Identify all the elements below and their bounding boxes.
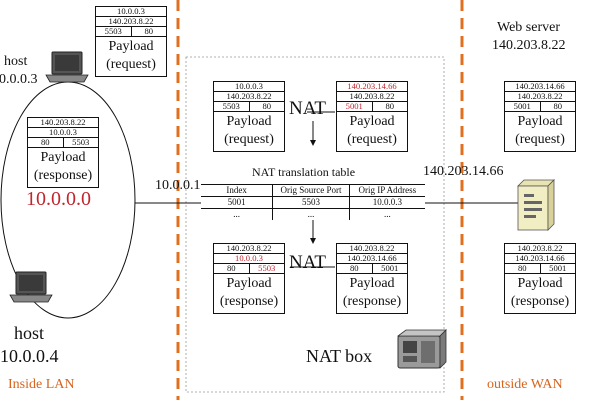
payload-label: Payload xyxy=(517,114,563,129)
host-top-ip: 10.0.0.3 xyxy=(0,72,38,87)
dst-port: 5503 xyxy=(72,137,90,147)
web-server-icon xyxy=(517,179,555,231)
lan-network-ip: 10.0.0.0 xyxy=(26,188,91,210)
payload-label: Payload xyxy=(40,150,86,165)
top-request-packet: 10.0.0.3 140.203.8.22 5503 80 Payload (req… xyxy=(95,6,167,77)
table-header-row: Index Orig Source Port Orig IP Address xyxy=(201,184,425,197)
nat-response-out-packet: 140.203.8.22 10.0.0.3 80 5503 Payload (res… xyxy=(213,243,285,314)
translation-table-title: NAT translation table xyxy=(252,165,356,179)
src-port: 5503 xyxy=(214,102,250,111)
src-ip: 10.0.0.3 xyxy=(117,6,145,16)
table-row: 5001 5503 10.0.0.3 xyxy=(201,197,425,209)
src-ip: 140.203.8.22 xyxy=(226,243,272,253)
dst-port: 5503 xyxy=(258,263,276,273)
nat-response-in-packet: 140.203.8.22 140.203.14.66 80 5001 Payloa… xyxy=(336,243,408,314)
payload-label: Payload xyxy=(108,39,154,54)
col-index: Index xyxy=(226,185,247,195)
nat-inside-ip: 10.0.0.1 xyxy=(155,178,201,193)
dst-ip: 140.203.8.22 xyxy=(517,91,563,101)
dst-port: 5001 xyxy=(549,263,567,273)
dst-port: 80 xyxy=(553,101,563,111)
dst-port: 80 xyxy=(144,26,154,36)
dst-port: 80 xyxy=(262,101,272,111)
src-ip: 140.203.8.22 xyxy=(517,243,563,253)
src-port: 5001 xyxy=(337,102,373,111)
cell-port: 5503 xyxy=(272,197,348,208)
src-port: 80 xyxy=(337,264,373,273)
payload-type: (request) xyxy=(106,57,156,72)
payload-type: (request) xyxy=(515,132,565,147)
payload-type: (request) xyxy=(224,132,274,147)
cell-ip: ... xyxy=(348,209,425,220)
host-bottom-label: host xyxy=(14,323,45,343)
host-bottom-ip: 10.0.0.4 xyxy=(0,346,59,366)
nat-label-top: NAT xyxy=(289,98,326,119)
inside-lan-label: Inside LAN xyxy=(8,377,75,392)
payload-type: (response) xyxy=(33,168,93,183)
payload-label: Payload xyxy=(226,276,272,291)
cell-ip: 10.0.0.3 xyxy=(348,197,425,208)
nat-box-border xyxy=(185,56,445,393)
col-orig-ip: Orig IP Address xyxy=(348,185,425,196)
payload-type: (response) xyxy=(342,294,402,309)
dst-ip: 10.0.0.3 xyxy=(49,127,77,137)
payload-label: Payload xyxy=(349,114,395,129)
payload-label: Payload xyxy=(517,276,563,291)
src-ip: 140.203.8.22 xyxy=(40,117,86,127)
wan-response-packet: 140.203.8.22 140.203.14.66 80 5001 Payloa… xyxy=(504,243,576,314)
src-port: 5001 xyxy=(505,102,541,111)
cell-index: 5001 xyxy=(227,197,246,207)
nat-device-icon xyxy=(396,329,447,369)
dst-ip: 140.203.14.66 xyxy=(515,253,565,263)
dst-ip: 140.203.14.66 xyxy=(347,253,397,263)
dst-port: 5001 xyxy=(381,263,399,273)
src-ip: 140.203.14.66 xyxy=(515,81,565,91)
dst-ip: 140.203.8.22 xyxy=(108,16,154,26)
payload-label: Payload xyxy=(226,114,272,129)
cell-port: ... xyxy=(272,209,348,220)
cell-index: ... xyxy=(233,209,241,219)
src-ip: 140.203.14.66 xyxy=(347,81,397,91)
src-port: 5503 xyxy=(96,27,132,36)
nat-outside-ip: 140.203.14.66 xyxy=(423,164,504,179)
payload-type: (response) xyxy=(219,294,279,309)
src-port: 80 xyxy=(214,264,250,273)
payload-type: (response) xyxy=(510,294,570,309)
payload-label: Payload xyxy=(349,276,395,291)
dst-port: 80 xyxy=(385,101,395,111)
col-orig-port: Orig Source Port xyxy=(272,185,348,196)
nat-request-in-packet: 10.0.0.3 140.203.8.22 5503 80 Payload (req… xyxy=(213,81,285,152)
src-port: 80 xyxy=(28,138,64,147)
web-server-label: Web server xyxy=(497,20,561,35)
nat-request-out-packet: 140.203.14.66 140.203.8.22 5001 80 Payloa… xyxy=(336,81,408,152)
outside-wan-label: outside WAN xyxy=(487,377,563,392)
src-ip: 140.203.8.22 xyxy=(349,243,395,253)
wan-request-packet: 140.203.14.66 140.203.8.22 5001 80 Payloa… xyxy=(504,81,576,152)
translation-table: Index Orig Source Port Orig IP Address 5… xyxy=(201,184,425,220)
src-port: 80 xyxy=(505,264,541,273)
table-row: ... ... ... xyxy=(201,209,425,220)
dst-ip: 140.203.8.22 xyxy=(226,91,272,101)
laptop-bottom-icon xyxy=(9,271,53,303)
web-server-ip: 140.203.8.22 xyxy=(492,38,566,53)
nat-label-bottom: NAT xyxy=(289,252,326,273)
src-ip: 10.0.0.3 xyxy=(235,81,263,91)
payload-type: (request) xyxy=(347,132,397,147)
lan-response-packet: 140.203.8.22 10.0.0.3 80 5503 Payload (res… xyxy=(27,117,99,188)
host-top-label: host xyxy=(4,54,28,69)
nat-box-label: NAT box xyxy=(306,346,373,366)
laptop-top-icon xyxy=(45,51,89,83)
dst-ip: 10.0.0.3 xyxy=(235,253,263,263)
dst-ip: 140.203.8.22 xyxy=(349,91,395,101)
